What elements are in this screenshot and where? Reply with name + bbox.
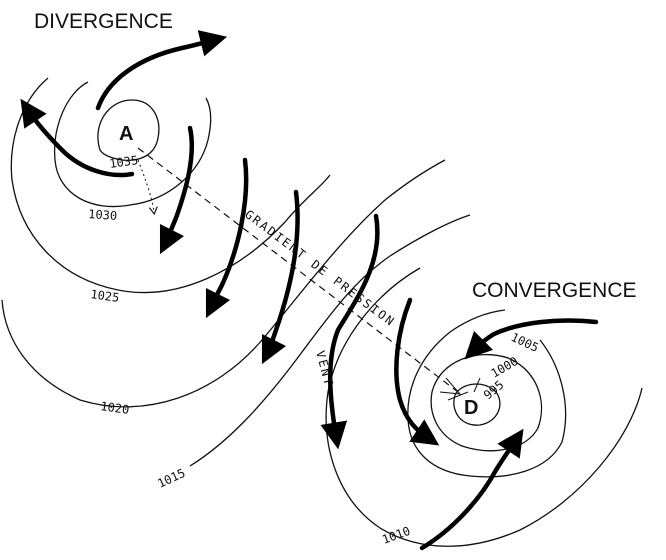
isobar-1025-label: 1025 — [90, 287, 121, 305]
wind-arrow-convergence-top — [464, 318, 599, 360]
isobar-1000-label: 1000 — [489, 354, 521, 381]
high-pressure-isobars — [1, 77, 471, 467]
wind-arrow-convergence-bottom — [419, 428, 524, 551]
isobar-1015-label: 1015 — [155, 466, 187, 491]
wind-arrows — [20, 30, 599, 551]
isobar-1025-line — [10, 77, 331, 294]
wind-arrow-5 — [394, 297, 440, 446]
wind-arrow-divergence-left — [20, 98, 135, 178]
isobar-1030-label: 1030 — [88, 207, 118, 223]
high-pressure-center-label: A — [119, 123, 133, 145]
divergence-label: DIVERGENCE — [34, 10, 173, 33]
isobar-1010-line — [325, 267, 643, 547]
high-gradient-dotted-arrow — [137, 159, 154, 212]
gradient-arrowhead — [439, 377, 462, 395]
isobar-1035-line — [97, 99, 160, 161]
isobar-1010-label: 1010 — [380, 524, 412, 547]
wind-arrow-2 — [205, 157, 249, 319]
isobar-995-line — [453, 383, 501, 426]
isobar-1005-label: 1005 — [509, 330, 541, 355]
isobar-1015-line — [189, 214, 471, 467]
isobar-1020-label: 1020 — [100, 399, 131, 417]
isobar-1030-line — [54, 81, 212, 208]
convergence-label: CONVERGENCE — [472, 279, 637, 302]
low-gradient-arrow — [447, 391, 469, 401]
isobar-995-label: 995 — [481, 378, 507, 403]
wind-arrow-divergence-up — [95, 30, 228, 111]
low-pressure-center-label: D — [464, 397, 478, 419]
wind-arrow-4 — [320, 213, 380, 450]
isobar-1005-line — [407, 309, 567, 478]
isobar-1020-line — [1, 159, 446, 408]
wind-arrow-1 — [159, 125, 195, 255]
isobar-1035-label: 1035 — [108, 153, 139, 171]
wind-arrow-3 — [261, 189, 300, 365]
isobar-1000-line — [430, 354, 543, 452]
low-gradient-arrow2 — [473, 377, 481, 393]
